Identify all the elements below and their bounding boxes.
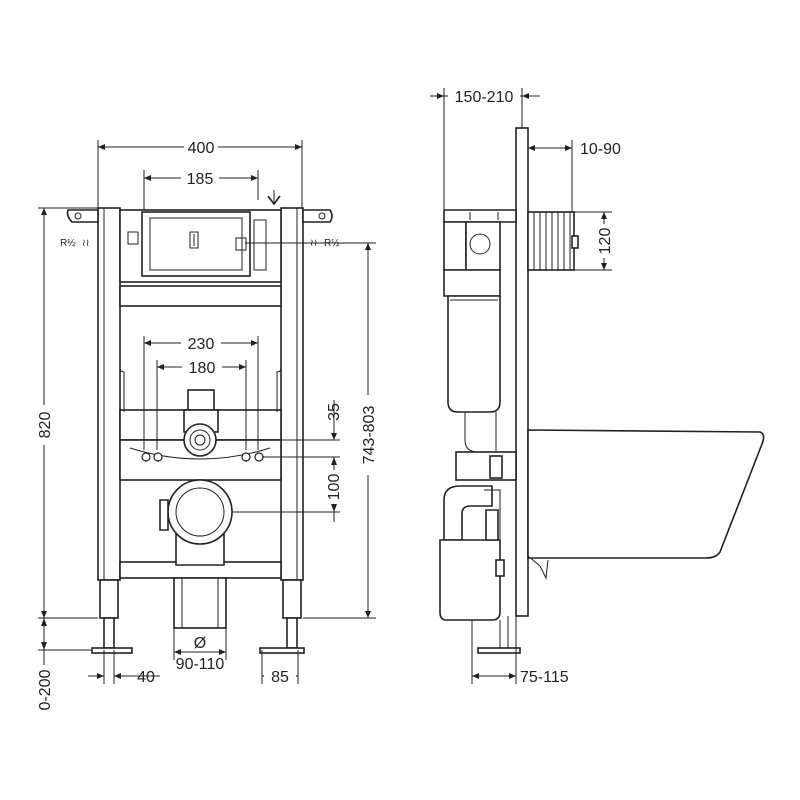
dim-height-frame: 820 bbox=[34, 207, 98, 619]
frame-feet bbox=[91, 579, 305, 654]
dim-width-cistern: 185 bbox=[143, 170, 281, 210]
dim-height-range-label: 743-803 bbox=[361, 406, 378, 465]
dim-waste-symbol: Ø bbox=[194, 635, 206, 652]
dim-waste-diameter-label: 90-110 bbox=[176, 656, 225, 673]
dim-depth-frame: 150-210 bbox=[430, 88, 540, 210]
dim-button-height-label: 120 bbox=[597, 228, 614, 255]
dim-foot-right-label: 85 bbox=[271, 669, 289, 686]
dim-foot-left-label: 40 bbox=[137, 669, 155, 686]
dim-offset-waste-label: 100 bbox=[326, 474, 343, 501]
side-cistern bbox=[443, 209, 517, 453]
dim-pan-projection: 75-115 bbox=[471, 616, 569, 686]
dim-foot-right: 85 bbox=[261, 650, 299, 686]
dim-height-range: 743-803 bbox=[250, 242, 378, 619]
dim-height-frame-label: 820 bbox=[37, 412, 54, 439]
dim-width-total-label: 400 bbox=[188, 140, 215, 157]
front-view: R½ ≀≀ ≀≀ R½ 400 185 bbox=[34, 138, 378, 710]
dim-width-bolts-outer-label: 230 bbox=[188, 336, 215, 353]
dim-leg-adjust: 0-200 bbox=[37, 618, 92, 710]
wall-panel bbox=[515, 127, 529, 617]
dim-width-total: 400 bbox=[97, 138, 303, 208]
cistern bbox=[119, 209, 282, 287]
dim-depth-frame-label: 150-210 bbox=[455, 89, 514, 106]
dim-pan-projection-label: 75-115 bbox=[520, 669, 569, 686]
dim-leg-adjust-label: 0-200 bbox=[37, 669, 54, 710]
dim-wall-thickness-label: 10-90 bbox=[580, 141, 621, 158]
dim-width-bolts-inner: 180 bbox=[156, 359, 247, 450]
dim-width-bolts-inner-label: 180 bbox=[189, 360, 216, 377]
dim-width-cistern-label: 185 bbox=[187, 171, 214, 188]
dim-width-bolts-outer: 230 bbox=[143, 335, 259, 450]
dim-button-height: 120 bbox=[574, 211, 614, 271]
inlet-pipe bbox=[141, 389, 264, 462]
dim-foot-left: 40 bbox=[88, 650, 160, 686]
side-view: 150-210 10-90 120 75-115 bbox=[430, 88, 765, 686]
dim-wall-thickness: 10-90 bbox=[527, 140, 621, 212]
dim-offset-waste: 100 bbox=[232, 468, 343, 522]
frame-posts bbox=[66, 207, 333, 581]
inlet-left-label: R½ bbox=[60, 238, 76, 249]
dim-offset-inlet-label: 35 bbox=[326, 403, 343, 421]
side-waste-bend bbox=[439, 451, 521, 654]
flush-pipe bbox=[527, 211, 579, 271]
dim-offset-inlet: 35 bbox=[216, 400, 343, 468]
wall-pan bbox=[527, 429, 765, 580]
waste-pipe bbox=[159, 479, 233, 629]
svg-text:≀≀: ≀≀ bbox=[82, 238, 90, 249]
dim-waste-diameter: Ø 90-110 bbox=[173, 628, 227, 673]
